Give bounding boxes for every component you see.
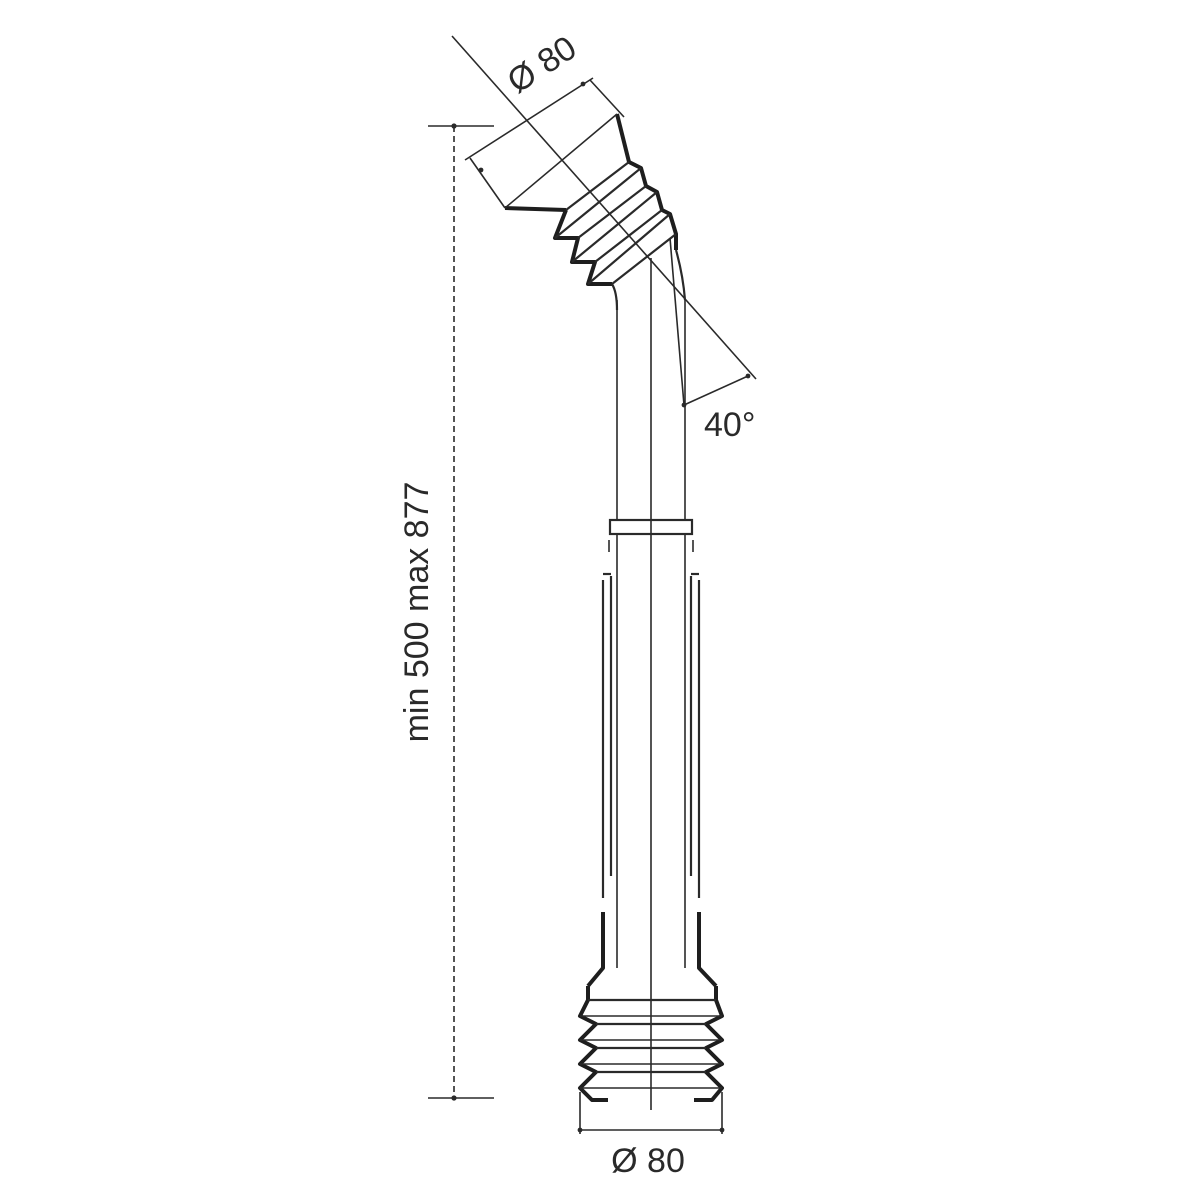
bottom-diameter-dimension <box>577 1092 725 1134</box>
top-diameter-dimension <box>464 77 625 209</box>
height-dimension <box>428 123 494 1101</box>
height-range-label: min 500 max 877 <box>398 482 436 743</box>
top-diameter-label: Ø 80 <box>501 29 584 101</box>
telescopic-pipe-section <box>601 534 701 908</box>
angle-dimension <box>669 237 751 408</box>
upper-funnel-inlet <box>504 113 687 311</box>
lower-bellows-outlet <box>578 908 724 1102</box>
upper-pipe-section <box>608 300 694 536</box>
angle-label: 40° <box>704 406 755 444</box>
angled-axis-line <box>451 35 757 380</box>
bottom-diameter-label: Ø 80 <box>611 1142 685 1180</box>
